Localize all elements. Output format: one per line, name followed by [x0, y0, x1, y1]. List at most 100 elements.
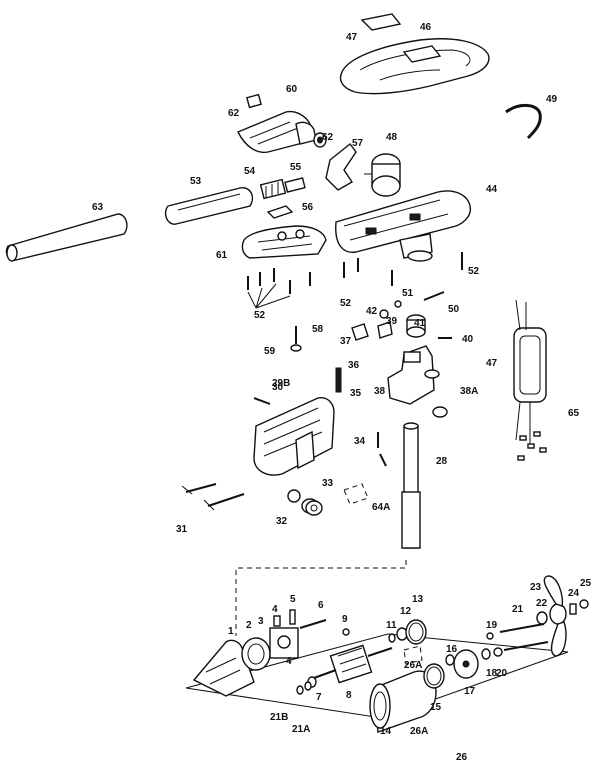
- item-label-37: 37: [340, 336, 352, 347]
- lower-housing-61: [241, 225, 327, 259]
- item-label-6: 6: [318, 600, 324, 611]
- item-label-63: 63: [92, 202, 104, 213]
- item-label-59: 59: [264, 346, 276, 357]
- washer-21A: [304, 681, 312, 691]
- item-label-47: 47: [486, 358, 498, 369]
- bushing-41: [406, 314, 426, 338]
- lower-unit-bottom-plate: [185, 633, 569, 719]
- item-label-3: 3: [258, 616, 264, 627]
- item-label-39: 39: [386, 316, 398, 327]
- item-label-26: 26: [456, 752, 468, 763]
- collar-64A: [343, 483, 369, 505]
- wire-harness-43: [513, 299, 547, 444]
- spring-36: [335, 367, 342, 393]
- item-label-62: 62: [228, 108, 240, 119]
- item-label-19: 19: [486, 620, 498, 631]
- item-label-4: 4: [272, 604, 278, 615]
- clamp-bracket-29B: [253, 397, 335, 476]
- item-label-33: 33: [322, 478, 334, 489]
- bolt-50: [423, 291, 445, 301]
- washer-21B: [296, 685, 304, 695]
- item-label-26A: 26A: [404, 660, 422, 671]
- speed-control-motor-48: [364, 153, 401, 197]
- item-label-62: 62: [322, 132, 334, 143]
- item-label-8: 8: [346, 690, 352, 701]
- item-label-18: 18: [486, 668, 498, 679]
- screws-52-housing: [247, 268, 311, 309]
- collar-55: [284, 177, 306, 193]
- item-label-51: 51: [402, 288, 414, 299]
- item-label-32: 32: [276, 516, 288, 527]
- item-label-38A: 38A: [460, 386, 478, 397]
- item-label-31: 31: [176, 524, 188, 535]
- nut-22: [536, 611, 548, 625]
- wire-49: [505, 104, 542, 140]
- item-label-52: 52: [340, 298, 352, 309]
- item-label-56: 56: [302, 202, 314, 213]
- item-label-58: 58: [312, 324, 324, 335]
- item-label-29B: 29B: [272, 378, 290, 389]
- item-label-57: 57: [352, 138, 364, 149]
- pin-51: [394, 300, 402, 308]
- item-label-4: 4: [286, 656, 292, 667]
- item-label-30: 30: [272, 382, 284, 393]
- end-cap-17: [453, 649, 479, 679]
- clamp-screws-31: [181, 483, 245, 511]
- switch-57: [325, 143, 357, 191]
- propeller-23: [543, 575, 567, 657]
- motor-housing-14: [369, 670, 437, 733]
- item-label-12: 12: [400, 606, 412, 617]
- armature-8: [313, 644, 393, 684]
- item-label-11: 11: [386, 620, 397, 631]
- item-label-9: 9: [342, 614, 348, 625]
- item-label-50: 50: [448, 304, 460, 315]
- washer-20: [493, 647, 503, 657]
- shaft-21: [499, 623, 549, 651]
- item-label-38: 38: [374, 386, 386, 397]
- connector-dashed-line: [235, 560, 407, 636]
- collar-38A: [424, 369, 448, 418]
- item-label-61: 61: [216, 250, 228, 261]
- item-label-53: 53: [190, 176, 202, 187]
- item-label-28: 28: [436, 456, 448, 467]
- gasket-26A-upper: [403, 645, 423, 665]
- clip-39: [377, 321, 393, 339]
- nut-42: [379, 309, 389, 319]
- item-label-47: 47: [346, 32, 358, 43]
- nut-25: [579, 599, 589, 609]
- item-label-44: 44: [486, 184, 498, 195]
- control-housing-60: [237, 110, 317, 154]
- nose-cone-1: [192, 639, 255, 697]
- item-label-1: 1: [228, 626, 234, 637]
- item-label-21A: 21A: [292, 724, 310, 735]
- knob-62-left: [246, 93, 262, 109]
- throttle-54: [259, 178, 287, 200]
- steering-bracket-38: [387, 345, 435, 405]
- thrust-washer-18: [481, 648, 491, 660]
- head-base-44: [335, 190, 472, 262]
- pin-34: [377, 432, 387, 467]
- knob-32: [305, 500, 323, 516]
- item-label-14: 14: [380, 726, 392, 737]
- washer-16: [445, 654, 455, 666]
- item-label-21: 21: [512, 604, 524, 615]
- item-label-26A: 26A: [410, 726, 428, 737]
- item-label-21B: 21B: [270, 712, 288, 723]
- terminals-65: [517, 431, 547, 461]
- item-label-48: 48: [386, 132, 398, 143]
- spring-37: [351, 323, 369, 341]
- item-label-41: 41: [414, 318, 426, 329]
- item-label-5: 5: [290, 594, 296, 605]
- brush-4: [273, 615, 281, 627]
- head-cover-46: [339, 38, 490, 95]
- item-label-65: 65: [568, 408, 580, 419]
- item-label-42: 42: [366, 306, 378, 317]
- item-label-15: 15: [430, 702, 442, 713]
- tiller-handle-53: [164, 187, 254, 225]
- item-label-52: 52: [468, 266, 480, 277]
- item-label-55: 55: [290, 162, 302, 173]
- item-label-7: 7: [316, 692, 322, 703]
